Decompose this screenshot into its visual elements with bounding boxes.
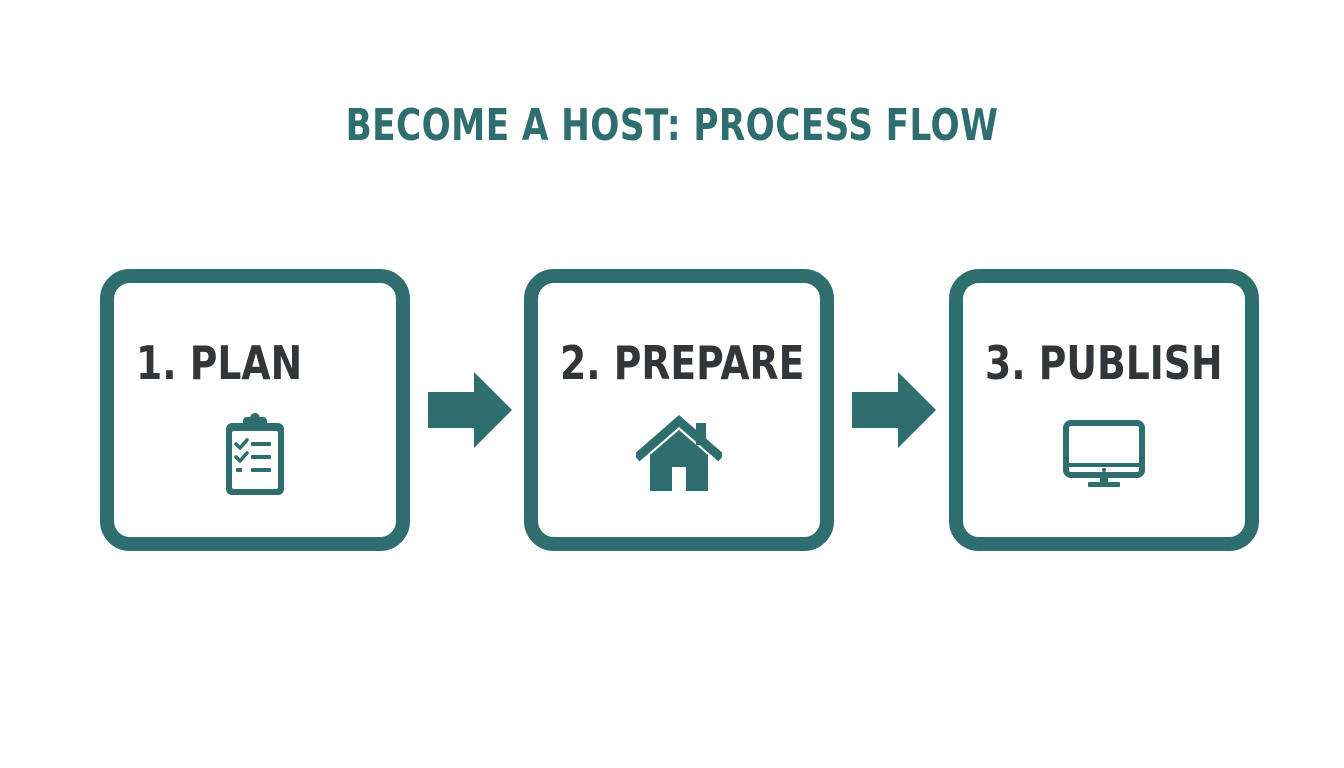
step-publish: 3. PUBLISH — [949, 269, 1259, 551]
page-title: BECOME A HOST: PROCESS FLOW — [345, 100, 999, 151]
desktop-monitor-icon — [1063, 420, 1145, 487]
arrow-right-icon — [852, 372, 936, 448]
house-icon — [636, 415, 722, 491]
clipboard-checklist-icon — [226, 413, 284, 495]
step-plan: 1. PLAN — [100, 269, 410, 551]
step-label: 3. PUBLISH — [985, 336, 1223, 390]
step-prepare: 2. PREPARE — [524, 269, 834, 551]
arrow-right-icon — [428, 372, 512, 448]
step-label: 2. PREPARE — [560, 336, 805, 390]
step-label: 1. PLAN — [136, 336, 303, 390]
